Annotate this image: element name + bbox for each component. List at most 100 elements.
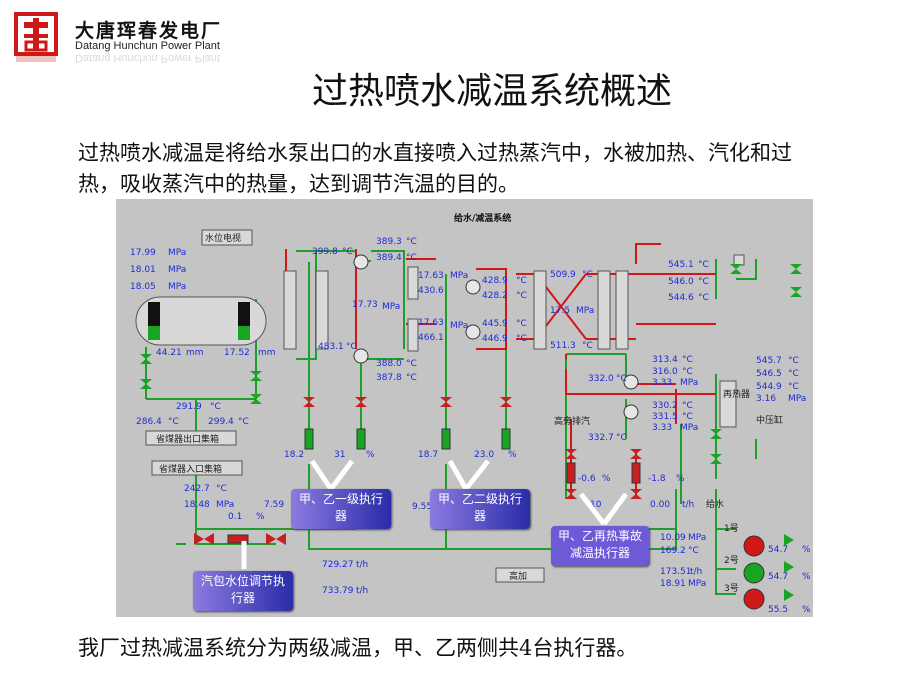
svg-text:545.1: 545.1 xyxy=(668,260,694,270)
ip-cylinder-label: 中压缸 xyxy=(756,414,783,426)
svg-text:°C: °C xyxy=(516,276,527,286)
svg-text:291.9: 291.9 xyxy=(176,402,202,412)
svg-text:°C: °C xyxy=(406,359,417,369)
bottom-summary: 我厂过热减温系统分为两级减温，甲、乙两侧共4台执行器。 xyxy=(78,636,638,660)
svg-text:331.5: 331.5 xyxy=(652,412,678,422)
svg-text:t/h: t/h xyxy=(356,560,368,570)
svg-text:389.3: 389.3 xyxy=(376,237,402,247)
svg-text:17.63: 17.63 xyxy=(418,271,444,281)
svg-text:7.59: 7.59 xyxy=(264,500,284,510)
heat-exchangers xyxy=(145,229,745,583)
svg-text:%: % xyxy=(366,450,375,460)
svg-text:17.63: 17.63 xyxy=(418,318,444,328)
pipework xyxy=(145,250,757,595)
callout-arrows xyxy=(241,459,629,569)
svg-text:10.09: 10.09 xyxy=(660,533,686,543)
svg-text:°C: °C xyxy=(516,291,527,301)
company-logo xyxy=(14,12,58,62)
svg-text:173.51: 173.51 xyxy=(660,567,692,577)
svg-text:733.79: 733.79 xyxy=(322,586,354,596)
svg-text:t/h: t/h xyxy=(690,567,702,577)
svg-text:°C: °C xyxy=(788,356,799,366)
diagram-title: 给水/减温系统 xyxy=(454,212,511,224)
svg-text:MPa: MPa xyxy=(576,306,594,316)
hp-heater-label: 高加 xyxy=(509,570,527,582)
svg-text:399.8: 399.8 xyxy=(312,247,338,257)
pump-1-label: 1号 xyxy=(724,523,739,534)
svg-text:18.91: 18.91 xyxy=(660,579,686,589)
svg-text:°C: °C xyxy=(216,484,227,494)
svg-text:545.7: 545.7 xyxy=(756,356,782,366)
svg-text:31: 31 xyxy=(334,450,345,460)
svg-text:°C: °C xyxy=(168,417,179,427)
svg-text:°C: °C xyxy=(346,342,357,352)
feedwater-desuperheat-diagram: 给水/减温系统 水位电视 省煤器出口集箱 省煤器入口集箱 高加 高旁排汽 再热器… xyxy=(116,199,813,617)
svg-text:466.1: 466.1 xyxy=(418,333,444,343)
svg-text:18.01: 18.01 xyxy=(130,265,156,275)
svg-text:°C: °C xyxy=(788,369,799,379)
svg-text:-0.6: -0.6 xyxy=(578,474,596,484)
svg-text:MPa: MPa xyxy=(788,394,806,404)
slide-title: 过热喷水减温系统概述 xyxy=(312,71,673,112)
svg-text:°C: °C xyxy=(582,270,593,280)
svg-text:330.2: 330.2 xyxy=(652,401,678,411)
steam-drum xyxy=(135,296,267,346)
svg-text:%: % xyxy=(676,474,685,484)
svg-text:MPa: MPa xyxy=(450,271,468,281)
svg-text:544.6: 544.6 xyxy=(668,293,694,303)
svg-text:°C: °C xyxy=(682,401,693,411)
svg-text:MPa: MPa xyxy=(680,423,698,433)
svg-text:%: % xyxy=(508,450,517,460)
svg-text:°C: °C xyxy=(406,237,417,247)
svg-text:mm: mm xyxy=(186,348,204,358)
svg-text:169.2: 169.2 xyxy=(660,546,686,556)
svg-text:t/h: t/h xyxy=(356,586,368,596)
svg-text:°C: °C xyxy=(682,355,693,365)
svg-text:°C: °C xyxy=(342,247,353,257)
svg-text:387.8: 387.8 xyxy=(376,373,402,383)
svg-text:509.9: 509.9 xyxy=(550,270,576,280)
svg-text:9.55: 9.55 xyxy=(412,502,432,512)
svg-text:23.0: 23.0 xyxy=(474,450,494,460)
svg-text:729.27: 729.27 xyxy=(322,560,354,570)
svg-text:°C: °C xyxy=(616,374,627,384)
svg-text:286.4: 286.4 xyxy=(136,417,162,427)
svg-text:°C: °C xyxy=(516,319,527,329)
economizer-outlet-label: 省煤器出口集箱 xyxy=(156,433,219,445)
svg-text:°C: °C xyxy=(688,546,699,556)
svg-text:MPa: MPa xyxy=(688,579,706,589)
pump-3-label: 3号 xyxy=(724,583,739,594)
svg-text:428.2: 428.2 xyxy=(482,291,508,301)
svg-text:%: % xyxy=(802,605,811,615)
svg-text:3.16: 3.16 xyxy=(756,394,776,404)
company-name-cn: 大唐珲春发电厂 xyxy=(75,20,223,42)
svg-text:MPa: MPa xyxy=(450,321,468,331)
svg-text:°C: °C xyxy=(238,417,249,427)
svg-text:%: % xyxy=(602,474,611,484)
svg-text:0.00: 0.00 xyxy=(650,500,670,510)
svg-text:332.0: 332.0 xyxy=(588,374,614,384)
valves xyxy=(140,264,802,601)
svg-text:-1.8: -1.8 xyxy=(648,474,666,484)
svg-text:483.1: 483.1 xyxy=(318,342,344,352)
svg-text:44.21: 44.21 xyxy=(156,348,182,358)
callout-stage2-actuators: 甲、乙二级执行器 xyxy=(430,489,530,529)
svg-text:°C: °C xyxy=(788,382,799,392)
svg-text:428.9: 428.9 xyxy=(482,276,508,286)
svg-text:17.52: 17.52 xyxy=(224,348,250,358)
svg-text:316.0: 316.0 xyxy=(652,367,678,377)
pump-symbols xyxy=(353,254,765,610)
svg-text:%: % xyxy=(802,572,811,582)
hp-bypass-label: 高旁排汽 xyxy=(554,415,590,427)
svg-text:17.5: 17.5 xyxy=(550,306,570,316)
svg-text:MPa: MPa xyxy=(382,302,400,312)
svg-text:544.9: 544.9 xyxy=(756,382,782,392)
svg-text:MPa: MPa xyxy=(168,282,186,292)
pump-2-label: 2号 xyxy=(724,555,739,566)
svg-text:3.33: 3.33 xyxy=(652,378,672,388)
intro-paragraph: 过热喷水减温是将给水泵出口的水直接喷入过热蒸汽中，水被加热、汽化和过热，吸收蒸汽… xyxy=(78,141,792,196)
svg-text:18.48: 18.48 xyxy=(184,500,210,510)
water-level-tv-label: 水位电视 xyxy=(205,232,241,244)
callout-drum-level-actuator: 汽包水位调节执行器 xyxy=(193,571,293,611)
